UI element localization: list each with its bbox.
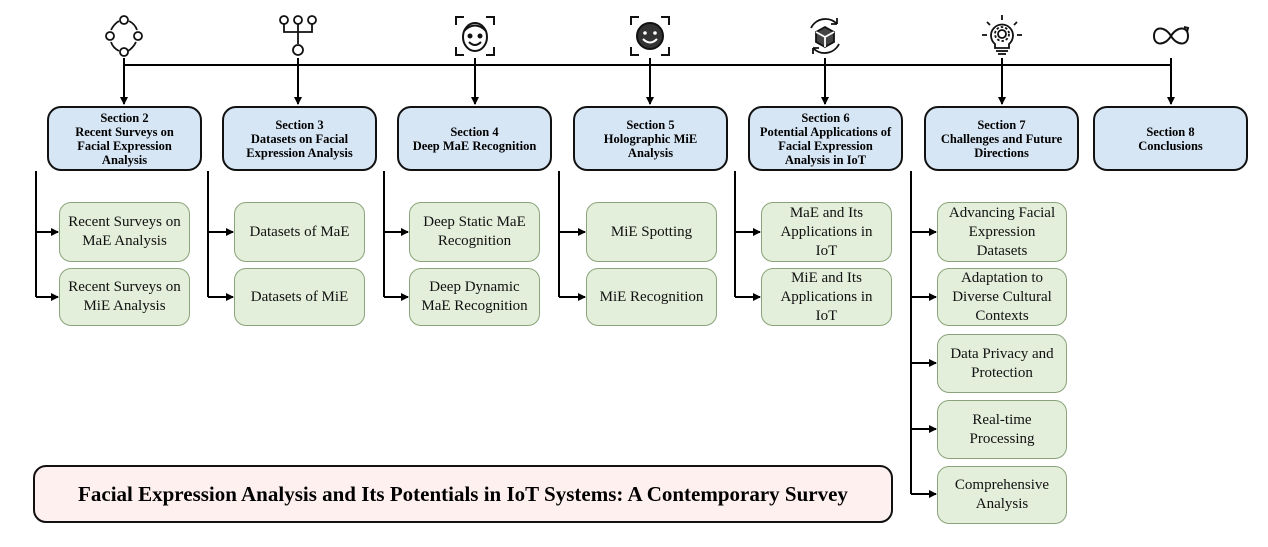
section-name: Conclusions (1138, 138, 1203, 153)
section-name: Recent Surveys on Facial Expression Anal… (75, 124, 174, 167)
section-number: Section 4 (450, 124, 499, 139)
subsection-box[interactable]: Deep Dynamic MaE Recognition (409, 268, 540, 326)
section-number: Section 7 (977, 117, 1026, 132)
subsection-box[interactable]: Datasets of MaE (234, 202, 365, 262)
infinity-loop-icon (1152, 26, 1190, 45)
subsection-box[interactable]: Deep Static MaE Recognition (409, 202, 540, 262)
section-number: Section 2 (100, 110, 149, 125)
section-8-box[interactable]: Section 8 Conclusions (1093, 106, 1248, 171)
subsection-box[interactable]: Advancing Facial Expression Datasets (937, 202, 1067, 262)
section-name: Deep MaE Recognition (412, 138, 537, 153)
subsection-box[interactable]: Adaptation to Diverse Cultural Contexts (937, 268, 1067, 326)
cycle-arrows-icon (105, 15, 143, 57)
subsection-box[interactable]: MiE Recognition (586, 268, 717, 326)
subsection-box[interactable]: Recent Surveys on MaE Analysis (59, 202, 190, 262)
section-number: Section 8 (1146, 124, 1195, 139)
section-name: Datasets on Facial Expression Analysis (246, 131, 353, 160)
section-number: Section 3 (275, 117, 324, 132)
section-number: Section 6 (801, 110, 850, 125)
subsection-box[interactable]: Data Privacy and Protection (937, 334, 1067, 393)
hierarchy-icon (279, 15, 317, 56)
section-2-box[interactable]: Section 2 Recent Surveys on Facial Expre… (47, 106, 202, 171)
section-4-box[interactable]: Section 4 Deep MaE Recognition (397, 106, 552, 171)
subsection-box[interactable]: MaE and Its Applications in IoT (761, 202, 892, 262)
section-5-box[interactable]: Section 5 Holographic MiE Analysis (573, 106, 728, 171)
section-name: Holographic MiE Analysis (603, 131, 698, 160)
subsection-box[interactable]: Recent Surveys on MiE Analysis (59, 268, 190, 326)
cube-cycle-icon (810, 18, 840, 54)
subsection-box[interactable]: Comprehensive Analysis (937, 466, 1067, 524)
subsection-box[interactable]: MiE and Its Applications in IoT (761, 268, 892, 326)
lightbulb-gear-icon (982, 15, 1022, 55)
survey-title: Facial Expression Analysis and Its Poten… (33, 465, 893, 523)
section-7-box[interactable]: Section 7 Challenges and Future Directio… (924, 106, 1079, 171)
subsection-box[interactable]: Real-time Processing (937, 400, 1067, 459)
section-number: Section 5 (626, 117, 675, 132)
subsection-box[interactable]: MiE Spotting (586, 202, 717, 262)
section-3-box[interactable]: Section 3 Datasets on Facial Expression … (222, 106, 377, 171)
face-scan-icon (455, 16, 495, 56)
subsection-box[interactable]: Datasets of MiE (234, 268, 365, 326)
section-name: Potential Applications of Facial Express… (759, 124, 892, 167)
section-name: Challenges and Future Directions (940, 131, 1063, 160)
smile-scan-icon (630, 16, 670, 56)
section-6-box[interactable]: Section 6 Potential Applications of Faci… (748, 106, 903, 171)
